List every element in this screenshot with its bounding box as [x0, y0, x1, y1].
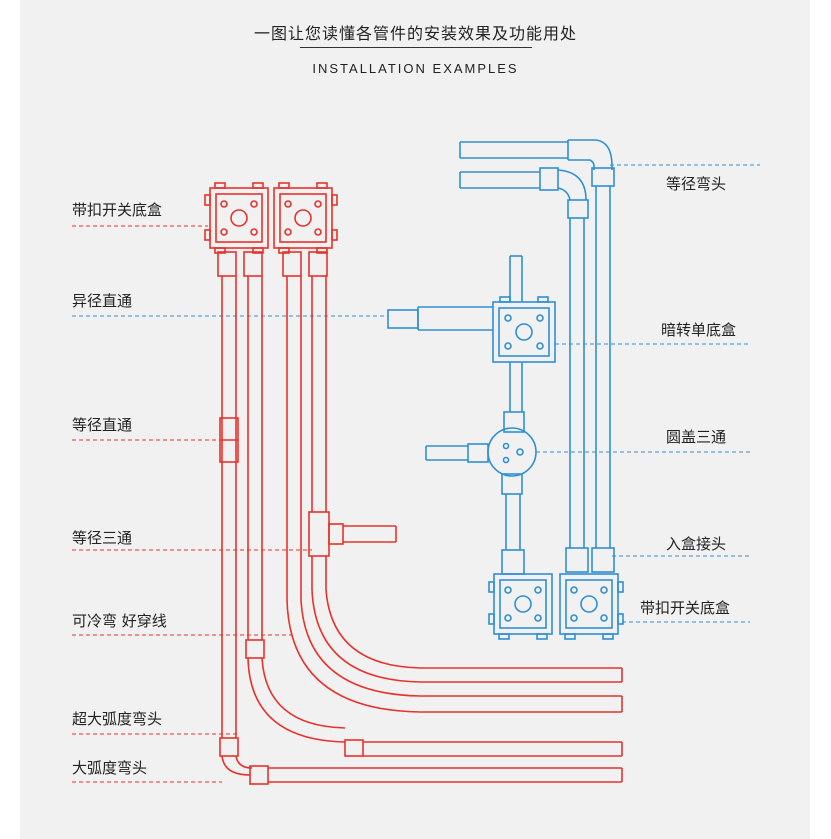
blue-switch-box-1 [488, 573, 553, 640]
label-switch-box-left: 带扣开关底盒 [72, 201, 163, 219]
label-cold-bend: 可冷弯 好穿线 [72, 612, 167, 630]
blue-switch-box-2 [559, 573, 624, 640]
blue-concealed-box [492, 296, 556, 363]
blue-box-connector-2 [591, 547, 615, 573]
page-subtitle: INSTALLATION EXAMPLES [312, 61, 519, 76]
red-equal-tee [308, 511, 330, 557]
label-reducer-coupling: 异径直通 [72, 292, 133, 310]
red-connector-4 [308, 251, 328, 277]
red-switch-box-2 [273, 182, 338, 254]
red-connector-1 [217, 251, 237, 277]
label-extra-large-bend: 超大弧度弯头 [72, 710, 163, 728]
blue-box-connector-1 [565, 547, 589, 573]
label-equal-tee: 等径三通 [72, 529, 133, 547]
red-pipe-4-outer [311, 556, 622, 683]
red-bend-socket-2 [249, 765, 269, 785]
label-equal-elbow: 等径弯头 [666, 175, 727, 193]
background-panel [20, 0, 810, 839]
red-bend-socket-3 [245, 639, 265, 659]
blue-round-tee [425, 427, 537, 495]
red-switch-box-1 [204, 182, 269, 254]
red-pipe-3-outer [286, 276, 622, 713]
red-assembly [204, 182, 623, 785]
page-title: 一图让您读懂各管件的安装效果及功能用处 [253, 24, 577, 43]
label-equal-coupling: 等径直通 [72, 416, 133, 434]
blue-leader-lines [72, 164, 760, 623]
red-connector-3 [282, 251, 302, 277]
blue-elbow-inner [459, 167, 589, 548]
blue-reducer-coupling [387, 309, 419, 329]
blue-elbow-outer [459, 139, 615, 548]
title-underline [300, 47, 532, 48]
red-bend-socket-1 [219, 737, 239, 757]
left-leader-lines [72, 225, 312, 783]
label-round-tee: 圆盖三通 [666, 428, 727, 446]
label-switch-box-right: 带扣开关底盒 [640, 599, 731, 617]
red-connector-2 [243, 251, 263, 277]
red-bend-socket-4 [344, 739, 364, 757]
label-box-connector: 入盒接头 [666, 535, 727, 553]
blue-box-connector-3 [501, 549, 525, 575]
label-concealed-box: 暗转单底盒 [661, 321, 737, 339]
blue-assembly [387, 139, 624, 640]
label-large-bend: 大弧度弯头 [72, 759, 148, 777]
